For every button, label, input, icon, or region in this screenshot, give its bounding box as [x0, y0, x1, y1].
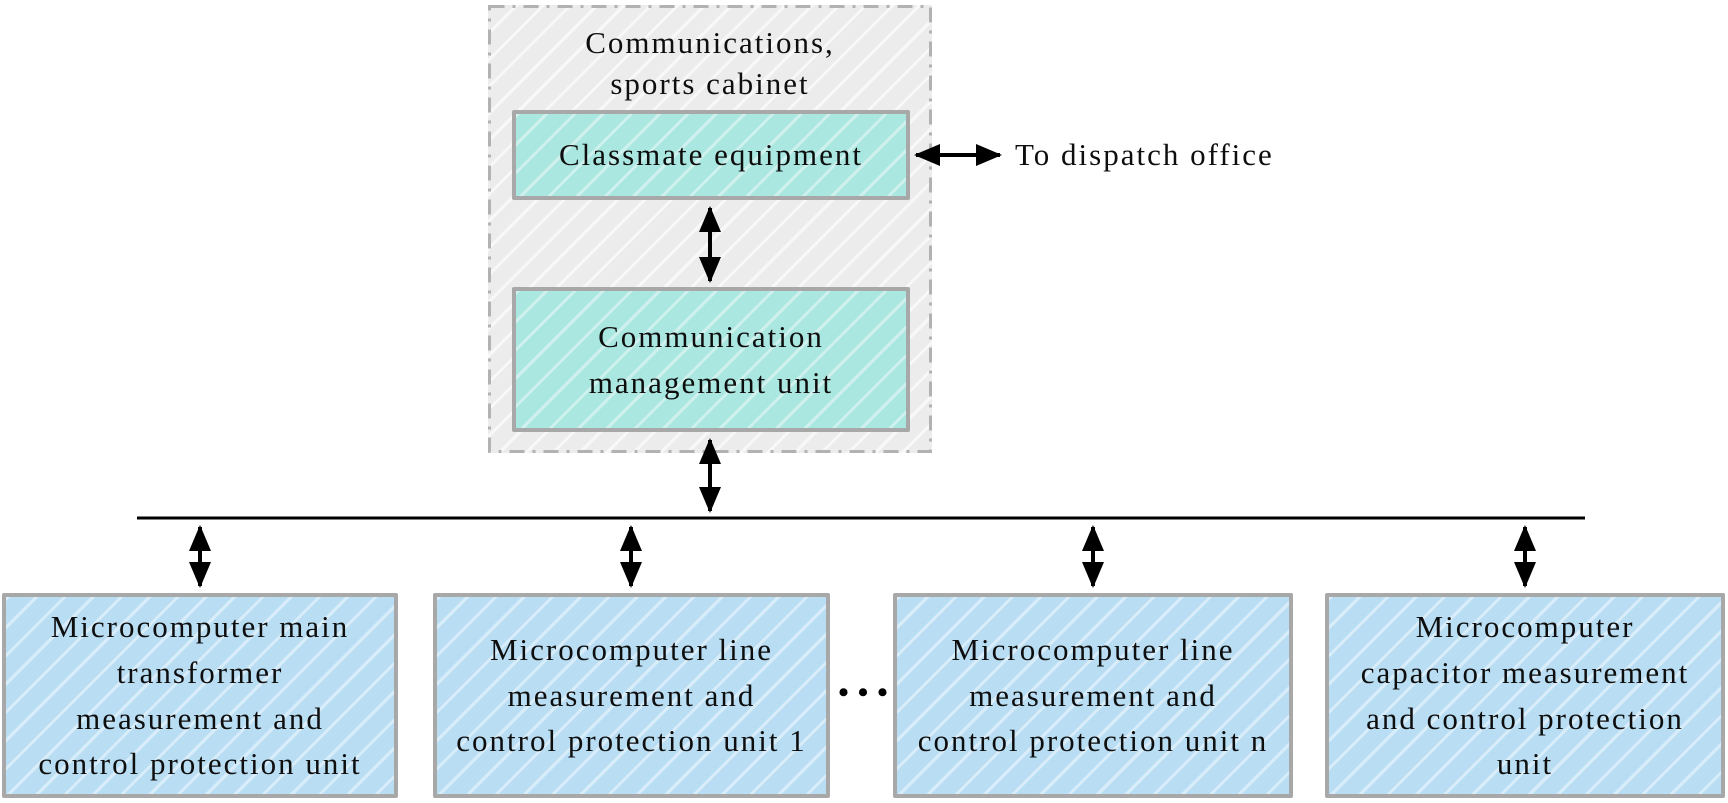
unit-main-transformer-label: Microcomputer main transformer measureme…	[38, 609, 362, 782]
unit-line-n-label: Microcomputer line measurement and contr…	[917, 632, 1269, 759]
unit-box-line-1: Microcomputer line measurement and contr…	[433, 593, 830, 798]
to-dispatch-office-label: To dispatch office	[1015, 137, 1274, 172]
unit-line-1-label: Microcomputer line measurement and contr…	[456, 632, 807, 759]
communication-management-unit-label: Communication management unit	[588, 318, 834, 400]
classmate-equipment-label: Classmate equipment	[558, 137, 864, 173]
classmate-equipment-box: Classmate equipment	[512, 110, 910, 200]
unit-box-main-transformer: Microcomputer main transformer measureme…	[2, 593, 398, 798]
unit-box-line-n: Microcomputer line measurement and contr…	[893, 593, 1293, 798]
more-units-ellipsis: •••	[838, 676, 897, 709]
communication-management-unit-box: Communication management unit	[512, 287, 910, 432]
unit-box-capacitor: Microcomputer capacitor measurement and …	[1325, 593, 1725, 798]
cabinet-title-label: Communications, sports cabinet	[585, 25, 835, 102]
unit-capacitor-label: Microcomputer capacitor measurement and …	[1360, 609, 1690, 782]
